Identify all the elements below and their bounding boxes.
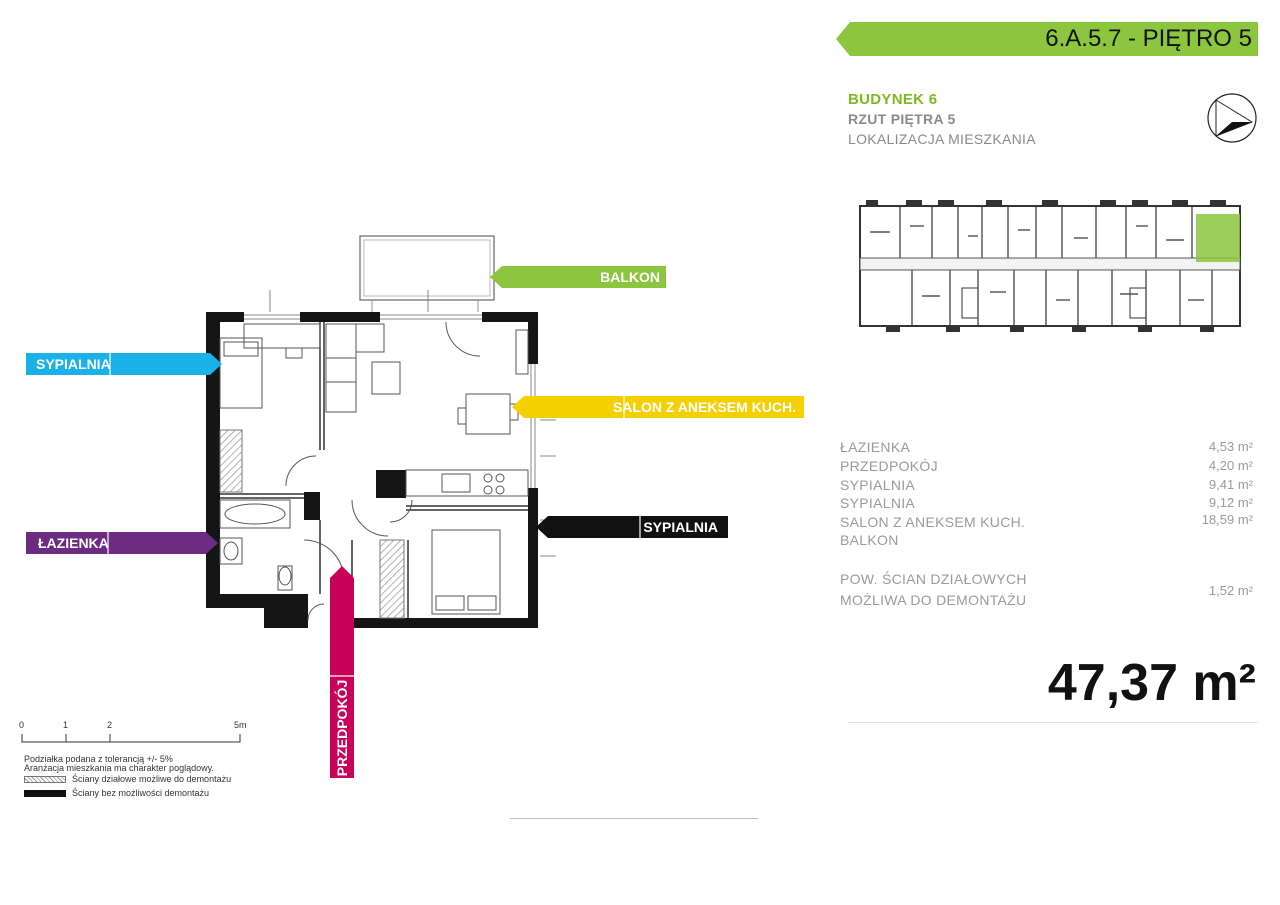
room-name-przedpokoj: PRZEDPOKÓJ bbox=[840, 458, 938, 474]
plan-label-sypialnia-right: SYPIALNIA bbox=[536, 516, 728, 538]
scale-tick-0: 0 bbox=[19, 720, 25, 730]
plan-label-salon: SALON Z ANEKSEM KUCH. bbox=[512, 396, 804, 418]
plan-label-sypialnia-right-arrow bbox=[536, 516, 728, 538]
plan-label-salon-text: SALON Z ANEKSEM KUCH. bbox=[612, 399, 796, 415]
total-area: 47,37 m² bbox=[1047, 654, 1256, 712]
room-name-sypialnia-1: SYPIALNIA bbox=[840, 477, 916, 493]
room-area-sypialnia-1: 9,41 m² bbox=[1208, 477, 1253, 492]
room-area-sypialnia-2: 9,12 m² bbox=[1208, 495, 1253, 510]
apartment-title: 6.A.5.7 - PIĘTRO 5 bbox=[1045, 25, 1252, 52]
plan-label-balkon-text: BALKON bbox=[600, 269, 660, 285]
footer-line bbox=[510, 818, 758, 819]
room-area-przedpokoj: 4,20 m² bbox=[1208, 458, 1253, 473]
legend-permanent-walls: Ściany bez możliwości demontażu bbox=[24, 788, 209, 798]
windows bbox=[244, 290, 556, 557]
plan-label-lazienka-arrow bbox=[26, 532, 218, 554]
plan-label-przedpokoj: PRZEDPOKÓJ bbox=[330, 566, 354, 778]
balcony-area bbox=[359, 235, 495, 312]
plan-label-salon-arrow bbox=[512, 396, 804, 418]
building-location-plan bbox=[859, 200, 1241, 332]
permanent-walls bbox=[206, 312, 538, 628]
partition-label-line-2: MOŻLIWA DO DEMONTAŻU bbox=[840, 592, 1027, 608]
room-name-lazienka: ŁAZIENKA bbox=[840, 439, 911, 455]
header-banner bbox=[836, 22, 1258, 56]
compass-north-arrow-icon bbox=[1207, 93, 1257, 143]
floor-title: RZUT PIĘTRA 5 bbox=[848, 111, 956, 127]
apartment-floor-plan bbox=[206, 235, 556, 628]
legend-permanent-text: Ściany bez możliwości demontażu bbox=[72, 788, 210, 798]
divider bbox=[848, 722, 1258, 723]
legend-removable-text: Ściany działowe możliwe do demontażu bbox=[72, 774, 232, 784]
scale-bar: 0 1 2 5m bbox=[18, 720, 258, 744]
plan-label-lazienka: ŁAZIENKA bbox=[26, 532, 218, 554]
plan-label-sypialnia-right-text: SYPIALNIA bbox=[643, 519, 718, 535]
scale-tick-5m: 5m bbox=[234, 720, 247, 730]
plan-label-balkon-arrow bbox=[490, 266, 666, 288]
partition-area: 1,52 m² bbox=[1208, 583, 1253, 598]
room-name-salon: SALON Z ANEKSEM KUCH. bbox=[840, 514, 1026, 530]
arrangement-note: Aranżacja mieszkania ma charakter pogląd… bbox=[24, 763, 214, 773]
room-area-lazienka: 4,53 m² bbox=[1208, 439, 1253, 454]
scale-tick-2: 2 bbox=[107, 720, 113, 730]
plan-label-sypialnia-left-arrow bbox=[26, 353, 222, 375]
scale-tick-1: 1 bbox=[63, 720, 69, 730]
room-area-balkon bbox=[1150, 531, 1253, 549]
plan-label-przedpokoj-text: PRZEDPOKÓJ bbox=[334, 679, 350, 777]
legend-solid-swatch bbox=[24, 790, 66, 798]
legend-removable-walls: Ściany działowe możliwe do demontażu bbox=[24, 774, 231, 784]
plan-label-balkon: BALKON bbox=[490, 266, 666, 288]
building-title: BUDYNEK 6 bbox=[848, 91, 938, 108]
legend-hatch-swatch bbox=[24, 776, 66, 784]
plan-label-przedpokoj-arrow bbox=[330, 566, 354, 778]
location-label: LOKALIZACJA MIESZKANIA bbox=[848, 131, 1036, 147]
plan-label-lazienka-text: ŁAZIENKA bbox=[38, 535, 109, 551]
furniture bbox=[219, 323, 529, 615]
plan-label-sypialnia-left: SYPIALNIA bbox=[26, 353, 222, 375]
apartment-location-highlight bbox=[1196, 214, 1240, 262]
tolerance-note: Podziałka podana z tolerancją +/- 5% bbox=[24, 754, 173, 764]
room-name-balkon: BALKON bbox=[840, 532, 899, 548]
plan-label-sypialnia-left-text: SYPIALNIA bbox=[36, 356, 111, 372]
partition-label-line-1: POW. ŚCIAN DZIAŁOWYCH bbox=[840, 571, 1027, 587]
room-area-salon: 18,59 m² bbox=[1201, 512, 1253, 527]
room-name-sypialnia-2: SYPIALNIA bbox=[840, 495, 916, 511]
scale-bar-lines bbox=[21, 734, 241, 743]
